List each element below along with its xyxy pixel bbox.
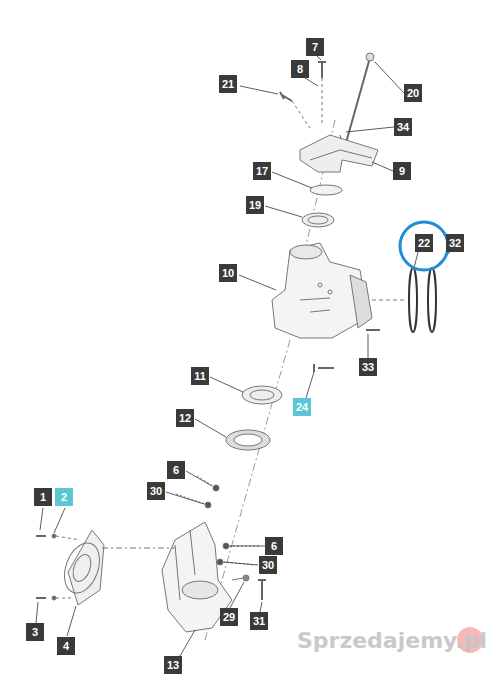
callout-number: 19 xyxy=(246,196,264,214)
callout-number: 31 xyxy=(250,612,268,630)
callout-number: 22 xyxy=(415,234,433,252)
callout-number: 1 xyxy=(34,488,52,506)
callout-number: 20 xyxy=(404,84,422,102)
callout-number: 24 xyxy=(293,398,311,416)
callout-number: 9 xyxy=(393,162,411,180)
callout-number: 12 xyxy=(176,409,194,427)
callout-number: 34 xyxy=(394,118,412,136)
callout-number: 6 xyxy=(167,461,185,479)
callout-number: 8 xyxy=(291,60,309,78)
watermark: Sprzedajemy.pl xyxy=(297,628,487,653)
callout-number: 2 xyxy=(55,488,73,506)
callout-number: 10 xyxy=(219,264,237,282)
callout-number: 6 xyxy=(265,537,283,555)
callout-number: 29 xyxy=(220,608,238,626)
callout-number: 30 xyxy=(259,556,277,574)
callout-number: 21 xyxy=(219,75,237,93)
callout-number: 4 xyxy=(57,637,75,655)
callout-number: 33 xyxy=(359,358,377,376)
callout-number: 13 xyxy=(164,656,182,674)
callout-number: 3 xyxy=(26,623,44,641)
callout-number: 32 xyxy=(446,234,464,252)
callout-number: 11 xyxy=(191,367,209,385)
callout-number: 7 xyxy=(306,38,324,56)
highlight-circle xyxy=(400,222,448,270)
callout-number: 17 xyxy=(253,162,271,180)
callout-number: 30 xyxy=(147,482,165,500)
